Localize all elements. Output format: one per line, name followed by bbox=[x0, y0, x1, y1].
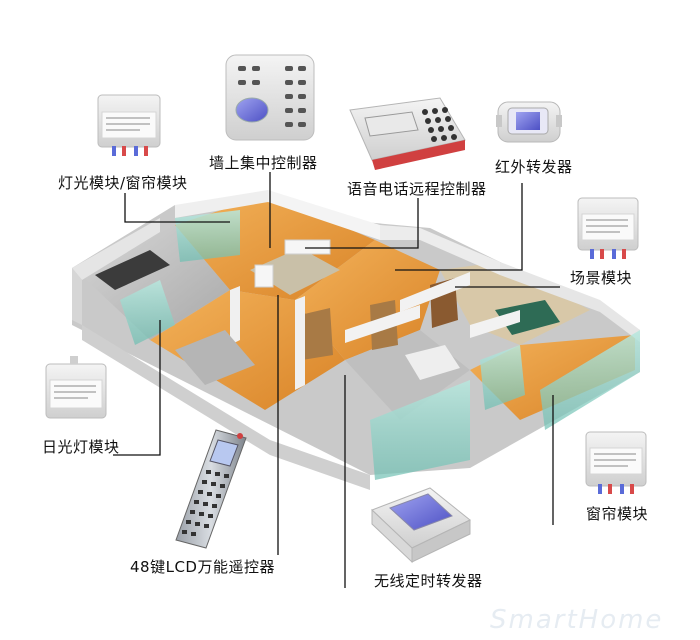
label-infrared-repeater: 红外转发器 bbox=[495, 158, 573, 176]
voice-phone-controller-device bbox=[349, 97, 466, 170]
remote-48key-device bbox=[175, 429, 247, 549]
line-light-curtain bbox=[124, 193, 230, 223]
label-fluorescent-module: 日光灯模块 bbox=[42, 438, 120, 456]
line-fluorescent bbox=[113, 320, 161, 456]
label-remote-48key: 48键LCD万能遥控器 bbox=[130, 558, 275, 576]
label-wireless-timer-repeater: 无线定时转发器 bbox=[374, 572, 483, 590]
wireless-timer-repeater-device bbox=[371, 487, 471, 564]
line-infrared bbox=[395, 183, 523, 271]
scene-module-device bbox=[577, 197, 639, 259]
label-curtain-module: 窗帘模块 bbox=[586, 505, 649, 523]
label-wall-controller: 墙上集中控制器 bbox=[209, 154, 318, 172]
connector-lines bbox=[113, 172, 560, 588]
label-voice-phone-controller: 语音电话远程控制器 bbox=[347, 180, 487, 198]
house-floorplan bbox=[72, 190, 640, 490]
infrared-repeater-device bbox=[496, 101, 562, 143]
fluorescent-module-device bbox=[45, 356, 107, 419]
label-light-curtain-module: 灯光模块/窗帘模块 bbox=[58, 174, 188, 192]
label-scene-module: 场景模块 bbox=[570, 269, 633, 287]
curtain-module-device bbox=[585, 431, 647, 494]
line-voice-phone bbox=[305, 198, 419, 249]
light-curtain-module-device bbox=[97, 94, 161, 156]
watermark: SmartHome bbox=[490, 605, 664, 635]
wall-controller-device bbox=[225, 54, 315, 141]
